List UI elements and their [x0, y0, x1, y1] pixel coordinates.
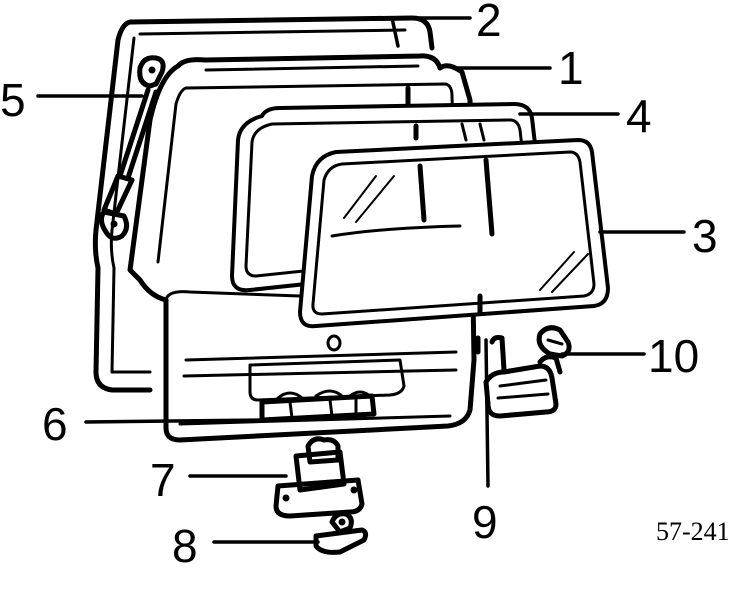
callout-5: 5: [0, 74, 26, 126]
callout-3: 3: [692, 210, 718, 262]
callout-8: 8: [172, 520, 198, 572]
callout-9: 9: [472, 496, 498, 548]
part-1-tailgate-door: [127, 53, 477, 443]
callout-6: 6: [42, 398, 68, 450]
part-10-clip: [536, 325, 572, 359]
part-8-striker: [313, 511, 369, 555]
callout-4: 4: [626, 90, 652, 142]
part-7-latch: [273, 436, 365, 519]
part-5-gas-strut: [98, 55, 166, 241]
leader-9: [484, 338, 490, 488]
leader-6: [84, 418, 264, 424]
callout-1: 1: [558, 42, 584, 94]
part-6-handle-assembly: [259, 389, 377, 423]
part-3-rear-glass: [298, 138, 610, 329]
leader-lines: [36, 16, 686, 544]
figure-code: 57-241: [656, 517, 730, 546]
part-9-hinge: [475, 335, 563, 419]
callout-7: 7: [150, 454, 176, 506]
leader-2: [390, 16, 472, 48]
callout-2: 2: [476, 0, 502, 46]
callout-10: 10: [648, 330, 699, 382]
callout-labels: 1 2 3 4 5 6 7 8 9 10 57-241: [0, 0, 730, 572]
